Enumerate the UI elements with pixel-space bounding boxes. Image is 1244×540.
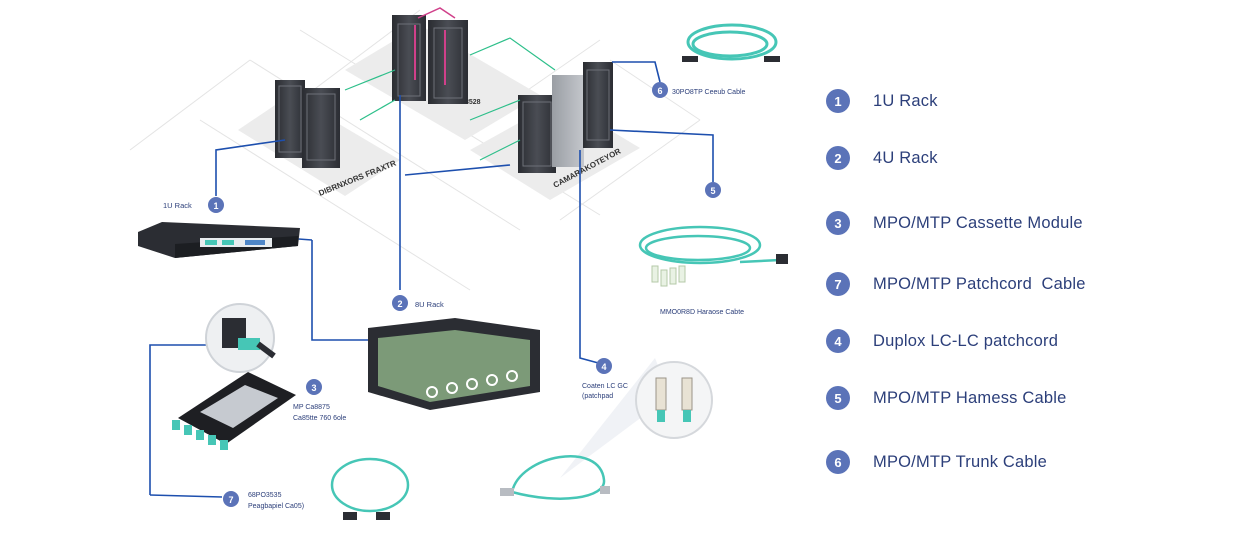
legend-badge: 4 (826, 329, 850, 353)
legend-label: 1U Rack (873, 91, 938, 110)
legend-item-cassette-module: 3 MPO/MTP Cassette Module (826, 210, 1083, 236)
diagram-badge-5: 5 (705, 182, 721, 198)
diagram-badge-2: 2 (392, 295, 408, 311)
diagram-badge-3: 3 (306, 379, 322, 395)
svg-text:4: 4 (601, 362, 606, 372)
legend-item-duplex-patchcord: 4 Duplox LC-LC patchcord (826, 328, 1058, 354)
svg-text:1: 1 (213, 201, 218, 211)
svg-text:7: 7 (228, 495, 233, 505)
legend-item-4u-rack: 2 4U Rack (826, 145, 938, 171)
cassette-connector-zoom (205, 303, 276, 373)
label-harness: MMO0R8D Haraose Cabte (660, 309, 744, 316)
legend-badge: 5 (826, 386, 850, 410)
trunk-cable (682, 23, 780, 62)
8u-rack-enclosure (368, 318, 540, 410)
legend-label: MPO/MTP Trunk Cable (873, 452, 1048, 471)
label-cassette-2: Ca85tte 760 6ole (293, 415, 346, 422)
datacenter-cabling-diagram: DIBRNXORS FRAXTR 8528 CAMARAKOTEYOR (129, 7, 788, 520)
legend-label: 4U Rack (873, 148, 938, 167)
server-rack-group-right (518, 62, 613, 173)
1u-rack-device (138, 222, 300, 258)
legend-badge: 2 (826, 146, 850, 170)
label-patch-1: 68PO3535 (248, 492, 282, 499)
legend-label: Duplox LC-LC patchcord (873, 331, 1059, 350)
zone-label-top: 8528 (465, 99, 481, 106)
label-duplex-1: Coaten LC GC (582, 383, 628, 390)
svg-text:3: 3 (311, 383, 316, 393)
legend-badge: 6 (826, 450, 850, 474)
label-trunk: 30PO8TP Ceeub Cable (672, 89, 746, 96)
diagram-badge-6: 6 (652, 82, 668, 98)
svg-text:5: 5 (710, 186, 715, 196)
diagram-badge-7: 7 (223, 491, 239, 507)
diagram-badge-4: 4 (596, 358, 612, 374)
label-8u-rack: 8U Rack (415, 300, 444, 309)
cable-runs (149, 61, 714, 498)
legend-item-1u-rack: 1 1U Rack (826, 88, 938, 114)
legend-item-harness-cable: 5 MPO/MTP Hamess Cable (826, 385, 1067, 411)
legend-badge: 7 (826, 272, 850, 296)
network-links (344, 37, 556, 161)
svg-text:6: 6 (657, 86, 662, 96)
label-cassette-1: MP Ca8875 (293, 404, 330, 411)
label-duplex-2: (patchpad (582, 393, 613, 400)
legend-item-patchcord-cable: 7 MPO/MTP Patchcord Cable (826, 271, 1086, 297)
diagram-badge-1: 1 (208, 197, 224, 213)
harness-cable (638, 225, 788, 287)
duplex-lc-patchcord (500, 358, 713, 500)
legend-label: MPO/MTP Hamess Cable (873, 388, 1067, 407)
legend-label: MPO/MTP Cassette Module (873, 213, 1083, 232)
legend-item-trunk-cable: 6 MPO/MTP Trunk Cable (826, 449, 1047, 475)
patchcord-cable (330, 457, 410, 520)
label-patch-2: Peagbapiel Ca05) (248, 503, 304, 510)
server-rack-group-top (392, 7, 468, 104)
svg-text:2: 2 (397, 299, 402, 309)
legend-badge: 1 (826, 89, 850, 113)
server-rack-group-left (275, 80, 340, 168)
legend: 1 1U Rack 2 4U Rack 3 MPO/MTP Cassette M… (826, 0, 1226, 540)
cassette-module (172, 372, 296, 450)
legend-label: MPO/MTP Patchcord Cable (873, 274, 1086, 293)
legend-badge: 3 (826, 211, 850, 235)
label-1u-rack: 1U Rack (163, 201, 192, 210)
